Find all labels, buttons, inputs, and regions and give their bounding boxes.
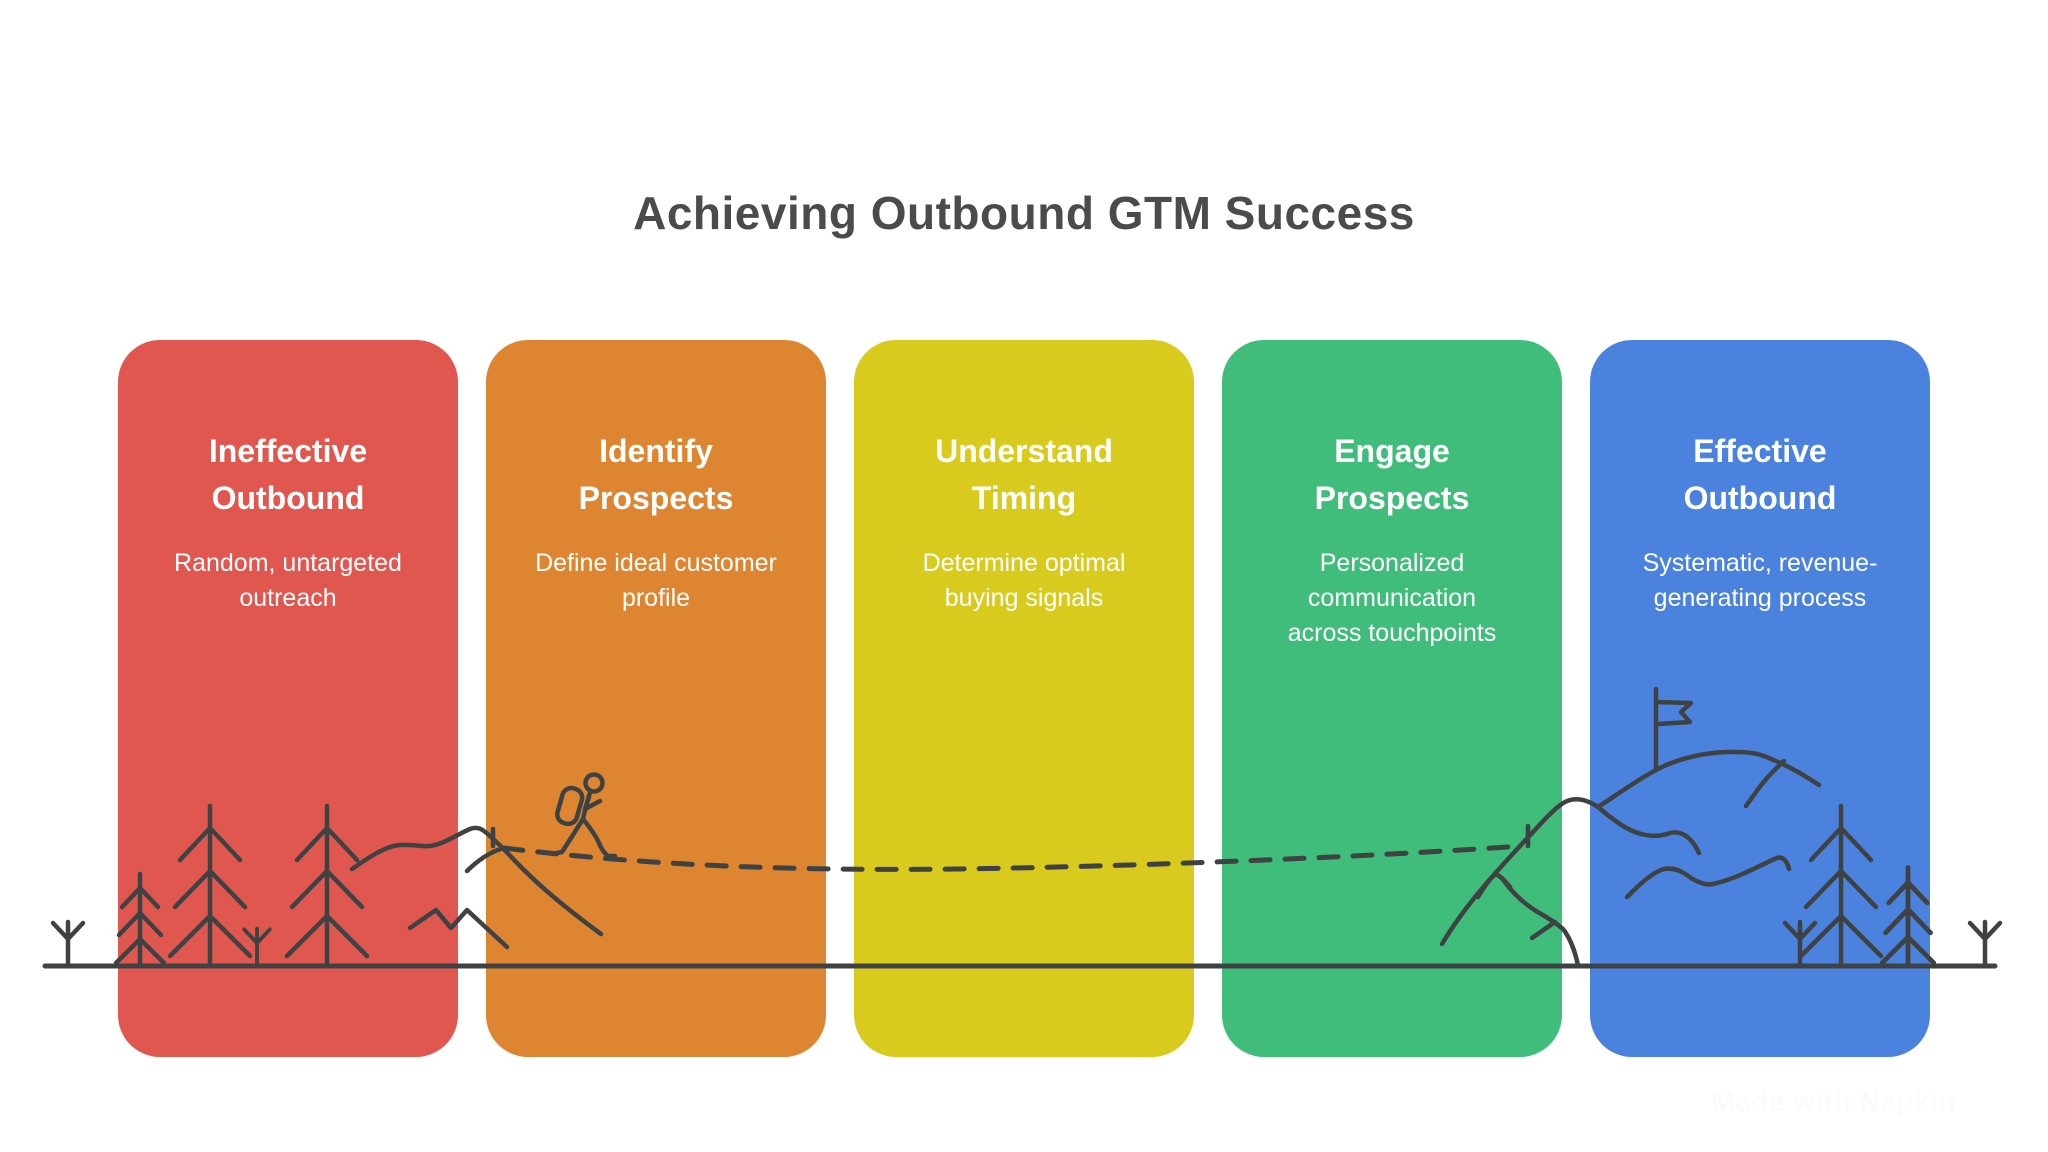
card-description: Determine optimal buying signals: [922, 549, 1126, 612]
card-description: Define ideal customer profile: [535, 549, 777, 612]
card-title: Identify Prospects: [578, 433, 734, 516]
card-effective-outbound: Effective Outbound Systematic, revenue-g…: [1590, 340, 1930, 1057]
sapling-icon: [1970, 922, 2000, 966]
made-with-watermark: Made with Napkin: [1711, 1086, 1956, 1117]
card-description: Systematic, revenue-generating process: [1642, 549, 1878, 612]
card-title: Effective Outbound: [1683, 433, 1837, 516]
card-title: Ineffective Outbound: [208, 433, 368, 516]
card-description: Personalized communication across touchp…: [1287, 549, 1497, 647]
card-engage-prospects: Engage Prospects Personalized communicat…: [1222, 340, 1562, 1057]
card-description: Random, untargeted outreach: [174, 549, 402, 612]
page-title: Achieving Outbound GTM Success: [633, 187, 1415, 239]
card-identify-prospects: Identify Prospects Define ideal customer…: [486, 340, 826, 1057]
card-title: Engage Prospects: [1314, 433, 1470, 516]
process-steps: Ineffective Outbound Random, untargeted …: [118, 340, 1930, 1057]
card-understand-timing: Understand Timing Determine optimal buyi…: [854, 340, 1194, 1057]
card-ineffective-outbound: Ineffective Outbound Random, untargeted …: [118, 340, 458, 1057]
sapling-icon: [53, 922, 83, 966]
card-title: Understand Timing: [935, 433, 1113, 516]
